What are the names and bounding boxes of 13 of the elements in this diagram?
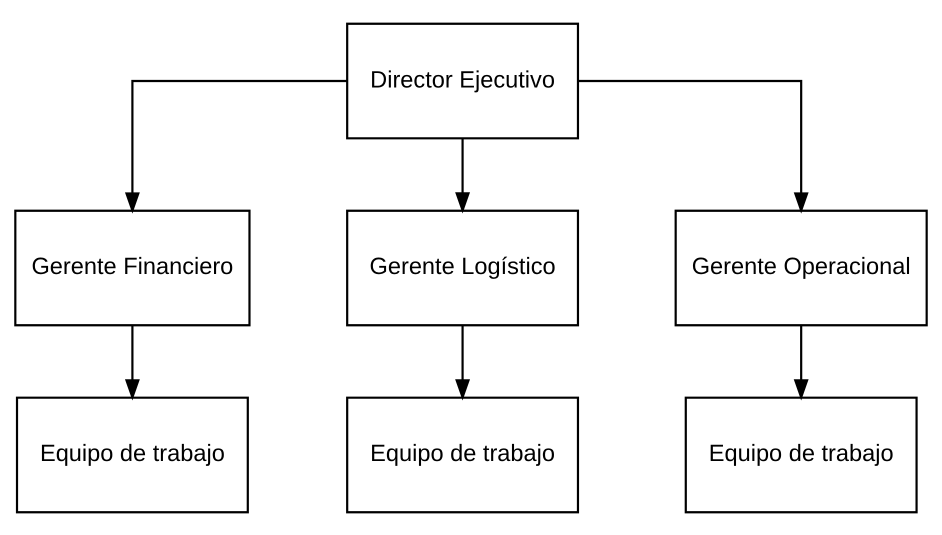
- node-box: Equipo de trabajo: [684, 396, 918, 513]
- arrow: [455, 138, 470, 214]
- arrow: [124, 325, 140, 400]
- arrow: [578, 79, 809, 214]
- node-box: Equipo de trabajo: [16, 396, 249, 513]
- node-box: Gerente Logístico: [346, 209, 580, 326]
- node-box: Gerente Financiero: [14, 209, 251, 326]
- arrow: [794, 325, 809, 400]
- node-box: Equipo de trabajo: [346, 396, 580, 513]
- arrow: [124, 79, 348, 214]
- arrow: [455, 325, 470, 400]
- node-box: Gerente Operacional: [674, 209, 928, 326]
- node-box: Director Ejecutivo: [346, 22, 580, 139]
